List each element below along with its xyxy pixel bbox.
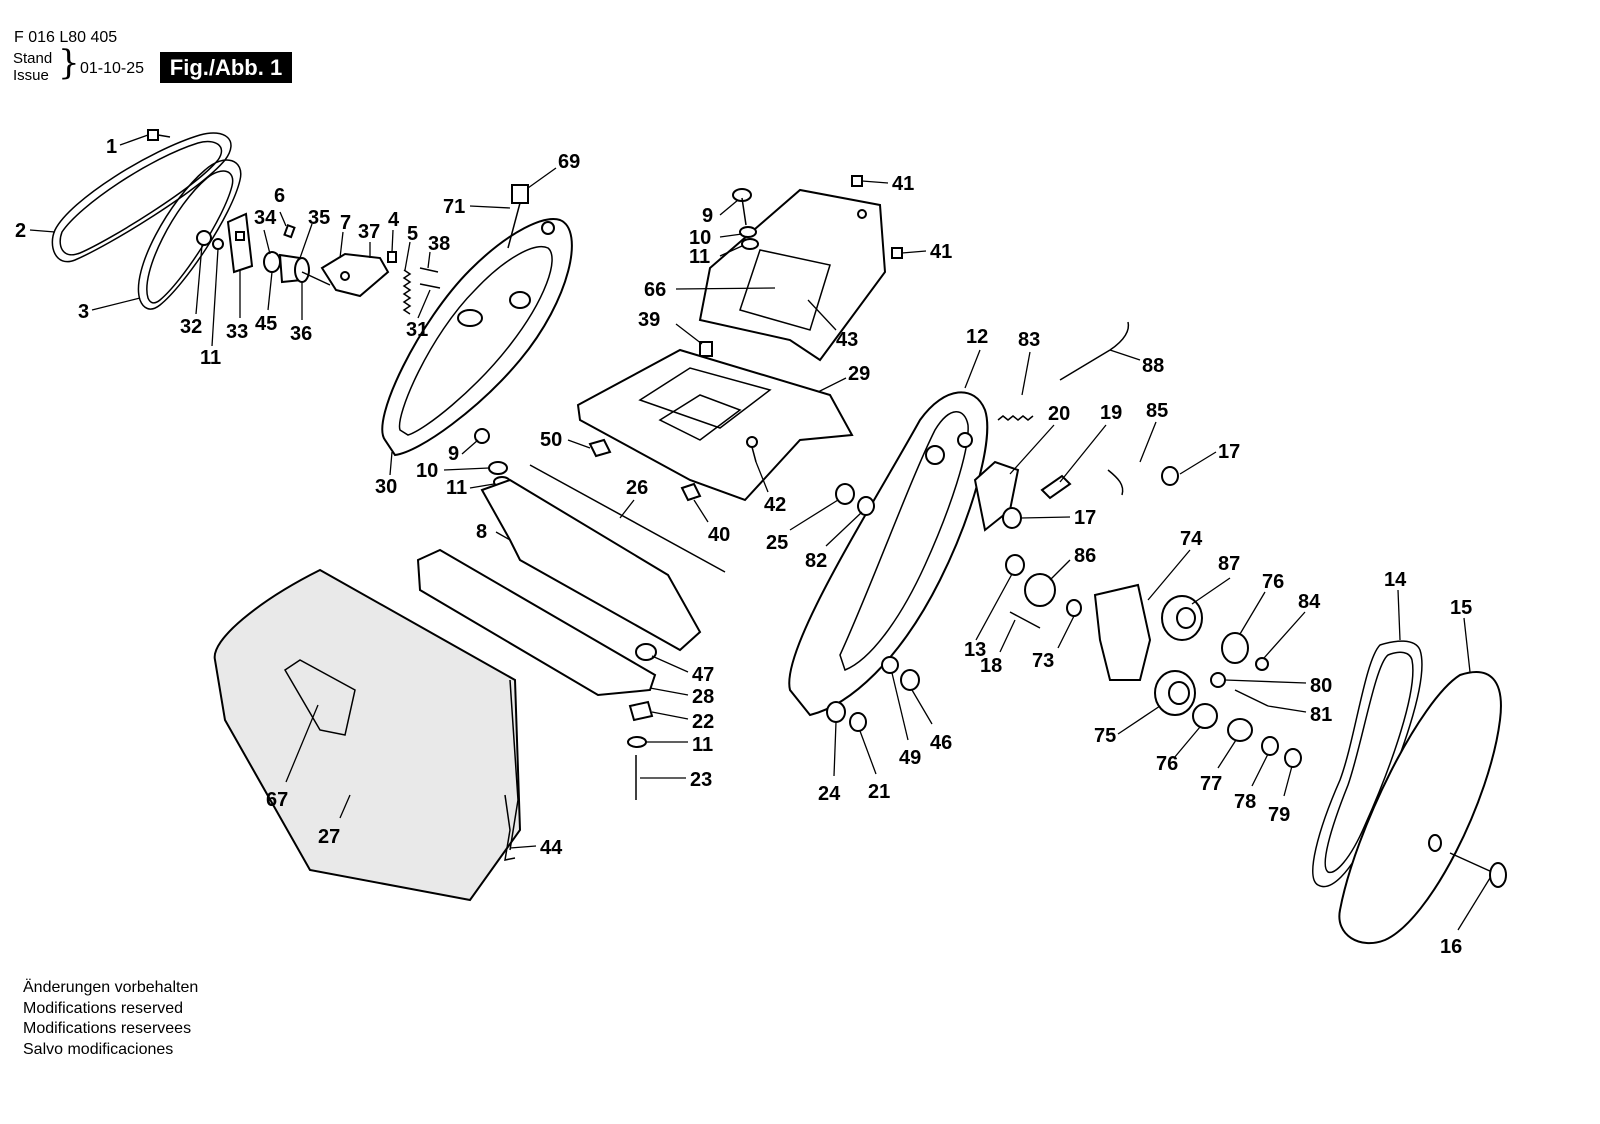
callout-13: 13 (964, 639, 986, 661)
callout-45: 45 (255, 313, 277, 335)
callout-42: 42 (764, 494, 786, 516)
figure-label: Fig./Abb. 1 (160, 52, 292, 83)
callout-81: 81 (1310, 704, 1332, 726)
callout-79: 79 (1268, 804, 1290, 826)
callout-39: 39 (638, 309, 660, 331)
callout-11-upper: 11 (689, 246, 710, 268)
footer-line-de: Änderungen vorbehalten (23, 979, 199, 996)
brace: } (58, 43, 80, 83)
callout-10-upper: 10 (689, 227, 711, 249)
callout-40: 40 (708, 524, 730, 546)
footer-line-fr: Modifications reservees (23, 1020, 192, 1037)
callout-38: 38 (428, 233, 450, 255)
callout-9-lower: 9 (448, 443, 459, 465)
callout-76-upper: 76 (1262, 571, 1284, 593)
callout-24: 24 (818, 783, 841, 805)
footer-line-es: Salvo modificaciones (23, 1040, 174, 1058)
callout-7: 7 (340, 212, 351, 234)
callout-30: 30 (375, 476, 397, 498)
callout-47: 47 (692, 664, 714, 686)
callout-49: 49 (899, 747, 921, 769)
callout-33: 33 (226, 321, 248, 343)
callout-18: 18 (980, 655, 1002, 677)
callout-41-upper: 41 (892, 173, 914, 195)
callout-50: 50 (540, 429, 562, 451)
callout-labels: 1 2 3 6 34 35 7 37 4 5 38 32 11 33 45 36… (15, 136, 1472, 958)
callout-73: 73 (1032, 650, 1054, 672)
callout-69: 69 (558, 151, 580, 173)
callout-1: 1 (106, 136, 117, 158)
callout-77: 77 (1200, 773, 1222, 795)
callout-75: 75 (1094, 725, 1116, 747)
callout-11-bottom: 11 (692, 734, 713, 756)
callout-87: 87 (1218, 553, 1240, 575)
callout-44: 44 (540, 837, 563, 859)
footer-disclaimer: Änderungen vorbehalten Modifications res… (23, 978, 198, 1060)
callout-88: 88 (1142, 355, 1164, 377)
callout-76-lower: 76 (1156, 753, 1178, 775)
callout-66: 66 (644, 279, 666, 301)
callout-80: 80 (1310, 675, 1332, 697)
callout-85: 85 (1146, 400, 1168, 422)
callout-46: 46 (930, 732, 952, 754)
callout-12: 12 (966, 326, 988, 348)
issue-label: Issue (13, 67, 49, 84)
callout-78: 78 (1234, 791, 1256, 813)
callout-11: 11 (200, 347, 221, 369)
callout-82: 82 (805, 550, 827, 572)
callout-22: 22 (692, 711, 714, 733)
callout-6: 6 (274, 185, 285, 207)
callout-5: 5 (407, 223, 418, 245)
document-number: F 016 L80 405 (14, 29, 118, 46)
callout-26: 26 (626, 477, 648, 499)
callout-36: 36 (290, 323, 312, 345)
stand-label: Stand (13, 50, 53, 67)
callout-74: 74 (1180, 528, 1203, 550)
footer-line-en: Modifications reserved (23, 999, 184, 1017)
callout-37: 37 (358, 221, 380, 243)
leader-lines (29, 134, 1491, 931)
callout-23: 23 (690, 769, 712, 791)
callout-16: 16 (1440, 936, 1462, 958)
callout-15: 15 (1450, 597, 1472, 619)
parts-drawing (51, 129, 1507, 945)
callout-25: 25 (766, 532, 788, 554)
callout-43: 43 (836, 329, 858, 351)
callout-27: 27 (318, 826, 340, 848)
callout-29: 29 (848, 363, 870, 385)
callout-3: 3 (78, 301, 89, 323)
callout-2: 2 (15, 220, 26, 242)
issue-date: 01-10-25 (80, 60, 145, 77)
callout-28: 28 (692, 686, 714, 708)
callout-17-lower: 17 (1074, 507, 1096, 529)
callout-71: 71 (443, 196, 465, 218)
callout-32: 32 (180, 316, 202, 338)
callout-35: 35 (308, 207, 330, 229)
callout-19: 19 (1100, 402, 1122, 424)
callout-41-lower: 41 (930, 241, 952, 263)
callout-11-lower: 11 (446, 477, 467, 499)
callout-83: 83 (1018, 329, 1040, 351)
callout-20: 20 (1048, 403, 1070, 425)
callout-21: 21 (868, 781, 890, 803)
callout-9-upper: 9 (702, 205, 713, 227)
callout-31: 31 (406, 319, 428, 341)
callout-10-lower: 10 (416, 460, 438, 482)
callout-34: 34 (254, 207, 277, 229)
callout-84: 84 (1298, 591, 1321, 613)
callout-4: 4 (388, 209, 400, 231)
callout-14: 14 (1384, 569, 1407, 591)
callout-17-upper: 17 (1218, 441, 1240, 463)
callout-86: 86 (1074, 545, 1096, 567)
callout-67: 67 (266, 789, 288, 811)
callout-8: 8 (476, 521, 487, 543)
